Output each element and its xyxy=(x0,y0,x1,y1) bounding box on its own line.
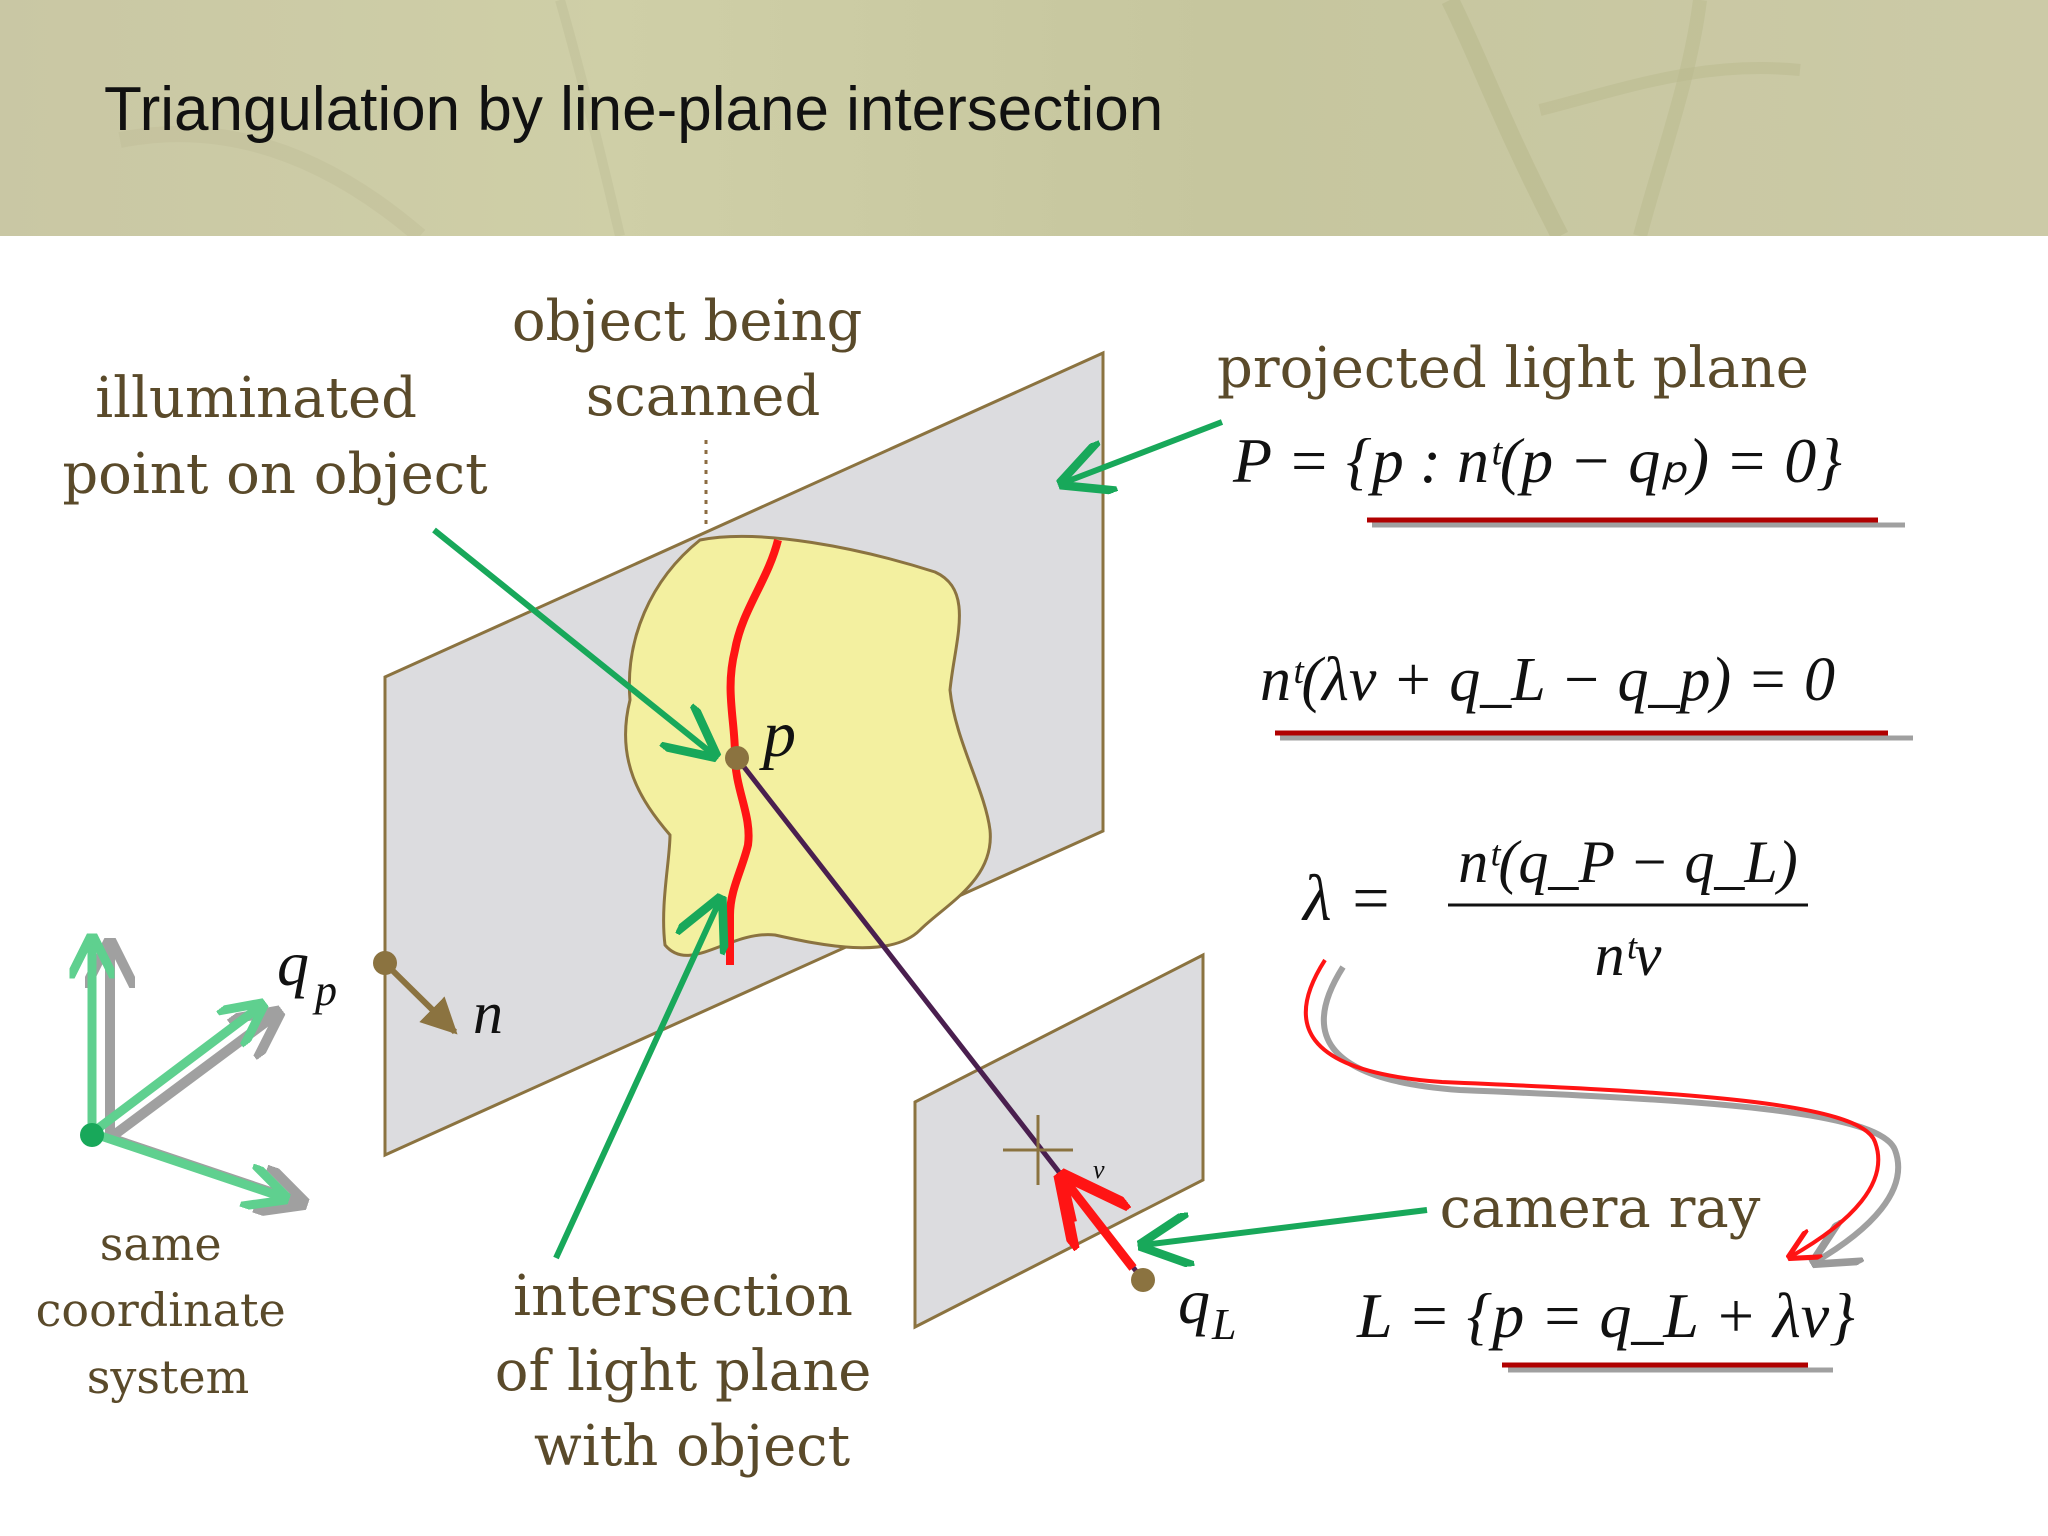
symbol-n: n xyxy=(473,980,503,1046)
equation-substitution: nᵗ(λv + q_L − q_p) = 0 xyxy=(1260,646,1835,714)
label-intersection-line-2: of light plane xyxy=(495,1339,872,1404)
page-title: Triangulation by line-plane intersection xyxy=(104,75,1164,144)
point-q-L xyxy=(1131,1268,1155,1292)
title-bar-background-art xyxy=(118,0,1801,236)
label-projected-light-plane: projected light plane xyxy=(1217,336,1809,401)
point-q-p xyxy=(373,951,397,975)
symbol-q: q xyxy=(277,928,309,999)
image-plane xyxy=(913,952,1205,1330)
label-illuminated-line-2: point on object xyxy=(62,442,488,507)
equation-plane: P = {p : nᵗ(p − qₚ) = 0} xyxy=(1232,425,1842,496)
label-object-being-scanned: object being scanned xyxy=(512,289,880,429)
lambda-connector xyxy=(1303,958,1881,1257)
label-coordinate-line-3: system xyxy=(87,1350,250,1404)
scanned-object xyxy=(624,534,992,957)
label-intersection-line-1: intersection xyxy=(513,1264,853,1329)
label-illuminated-point: illuminated point on object xyxy=(62,366,488,507)
symbol-q-L-subscript: L xyxy=(1211,1300,1236,1349)
symbol-p: p xyxy=(759,698,796,771)
ray-direction-arrow xyxy=(1063,1178,1137,1271)
coordinate-axes xyxy=(80,938,303,1203)
symbol-q-p-subscript: p xyxy=(312,966,337,1015)
equation-ray: L = {p = q_L + λv} xyxy=(1356,1280,1855,1351)
equation-lambda-numerator: nᵗ(q_P − q_L) xyxy=(1458,829,1797,895)
label-coordinate-line-2: coordinate xyxy=(36,1283,286,1337)
lambda-connector-shadow xyxy=(1320,965,1902,1262)
equation-lambda-denominator: nᵗv xyxy=(1595,922,1662,988)
light-plane-arrow xyxy=(1063,419,1224,483)
symbol-q-L-base: q xyxy=(1178,1266,1210,1337)
label-object-line-1: object being xyxy=(512,289,863,354)
label-intersection: intersection of light plane with object xyxy=(495,1264,889,1479)
point-p xyxy=(725,746,749,770)
label-illuminated-line-1: illuminated xyxy=(95,366,417,431)
label-camera-ray: camera ray xyxy=(1440,1176,1761,1241)
label-intersection-line-3: with object xyxy=(534,1414,851,1479)
title-bar: Triangulation by line-plane intersection xyxy=(0,0,2048,236)
label-coordinate-system: same coordinate system xyxy=(36,1217,301,1404)
symbol-v: v xyxy=(1093,1155,1105,1184)
label-object-line-2: scanned xyxy=(586,364,821,429)
illuminated-point-arrow xyxy=(432,527,714,755)
symbol-q-L: qL xyxy=(1178,1266,1236,1349)
normal-arrow xyxy=(389,967,458,1035)
intersection-arrow xyxy=(553,900,720,1260)
ray-direction-tick xyxy=(1059,1177,1077,1223)
camera-ray-arrow xyxy=(1143,1207,1428,1245)
label-coordinate-line-1: same xyxy=(100,1217,222,1271)
equation-lambda-lhs: λ = xyxy=(1301,862,1393,935)
